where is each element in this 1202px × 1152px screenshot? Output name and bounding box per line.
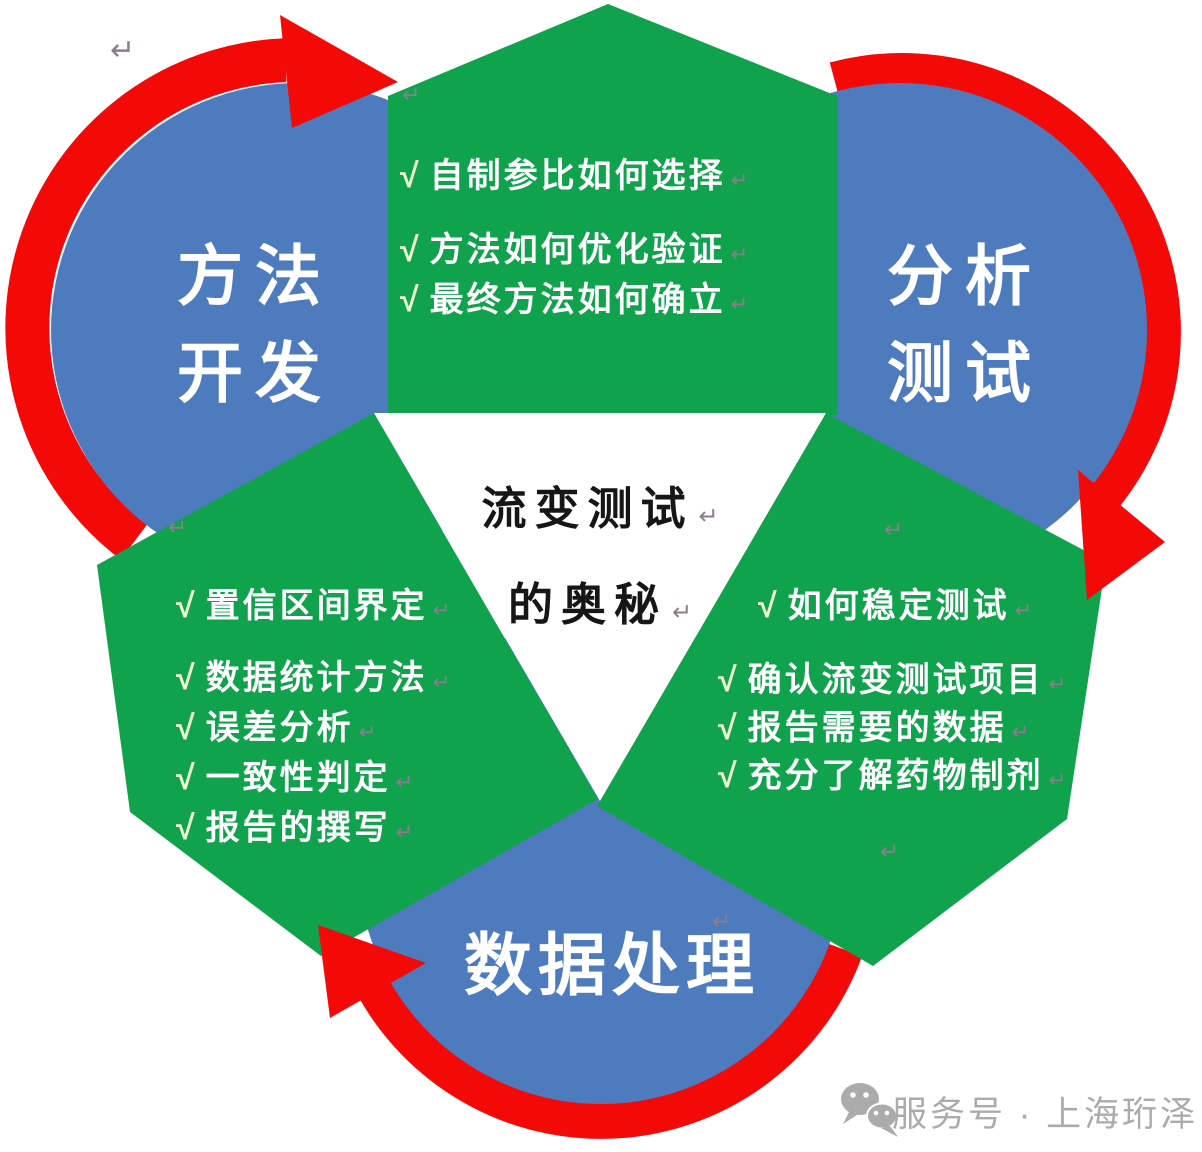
paragraph-mark: ↵ bbox=[884, 516, 904, 542]
checklist-text: 如何稳定测试 bbox=[787, 587, 1010, 625]
paragraph-mark: ↵ bbox=[168, 514, 188, 540]
checklist-item: √ 数据统计方法↵ bbox=[176, 650, 450, 699]
checklist-text: 报告的撰写 bbox=[205, 809, 391, 847]
check-icon: √ bbox=[176, 809, 195, 847]
check-icon: √ bbox=[400, 157, 419, 195]
node-label-line: 数据处理 bbox=[463, 928, 760, 1004]
petal-top bbox=[388, 4, 837, 415]
checklist-text: 自制参比如何选择 bbox=[429, 157, 726, 195]
arrowhead-top bbox=[280, 15, 398, 128]
paragraph-mark: ↵ bbox=[432, 599, 451, 622]
checklist-text: 最终方法如何确立 bbox=[429, 281, 726, 319]
paragraph-mark: ↵ bbox=[1048, 673, 1067, 696]
paragraph-mark: ↵ bbox=[395, 771, 414, 794]
check-icon: √ bbox=[758, 587, 777, 625]
arrowhead-right bbox=[1078, 470, 1165, 600]
node-label-analysis-testing: 分析 测试 bbox=[845, 228, 1085, 422]
paragraph-mark: ↵ bbox=[730, 243, 749, 266]
checklist-text: 误差分析 bbox=[205, 709, 354, 747]
cycle-arrow-bottom bbox=[360, 942, 863, 1139]
arrowhead-bottom-left bbox=[318, 925, 426, 1018]
paragraph-mark: ↵ bbox=[1048, 769, 1067, 792]
checklist-item: √ 报告的撰写↵ bbox=[176, 800, 413, 849]
checklist-item: √ 最终方法如何确立↵ bbox=[400, 272, 748, 321]
center-title-text: 流变测试 bbox=[481, 484, 694, 534]
petal-bottom-left bbox=[97, 413, 598, 956]
checklist-item: √ 误差分析↵ bbox=[176, 700, 376, 749]
check-icon: √ bbox=[718, 709, 737, 747]
center-triangle bbox=[374, 413, 826, 801]
paragraph-mark: ↵ bbox=[712, 908, 732, 934]
checklist-text: 置信区间界定 bbox=[205, 587, 428, 625]
checklist-text: 一致性判定 bbox=[205, 759, 391, 797]
watermark-label: 服务号 · 上海珩泽 bbox=[892, 1095, 1199, 1134]
paragraph-mark: ↵ bbox=[395, 821, 414, 844]
paragraph-mark: ↵ bbox=[730, 169, 749, 192]
paragraph-mark: ↵ bbox=[698, 504, 719, 530]
checklist-item: √ 方法如何优化验证↵ bbox=[400, 222, 748, 271]
paragraph-mark: ↵ bbox=[671, 600, 693, 626]
checklist-text: 方法如何优化验证 bbox=[429, 231, 726, 269]
paragraph-mark: ↵ bbox=[432, 671, 451, 694]
center-title-line1: 流变测试↵ bbox=[420, 472, 780, 537]
checklist-item: √ 充分了解药物制剂↵ bbox=[718, 748, 1066, 797]
check-icon: √ bbox=[400, 231, 419, 269]
paragraph-mark: ↵ bbox=[730, 293, 749, 316]
checklist-item: √ 一致性判定↵ bbox=[176, 750, 413, 799]
petal-bottom-right bbox=[597, 413, 1106, 966]
paragraph-mark: ↵ bbox=[1011, 721, 1030, 744]
checklist-item: √ 报告需要的数据↵ bbox=[718, 700, 1029, 749]
cycle-arrow-top-left bbox=[5, 38, 287, 560]
paragraph-mark: ↵ bbox=[110, 34, 136, 67]
checklist-item: √ 置信区间界定↵ bbox=[176, 578, 450, 627]
node-label-data-processing: 数据处理 bbox=[412, 926, 812, 1006]
check-icon: √ bbox=[176, 759, 195, 797]
checklist-text: 报告需要的数据 bbox=[747, 709, 1007, 747]
checklist-item: √ 如何稳定测试↵ bbox=[758, 578, 1032, 627]
checklist-text: 充分了解药物制剂 bbox=[747, 757, 1044, 795]
node-label-method-development: 方法 开发 bbox=[135, 228, 375, 422]
check-icon: √ bbox=[176, 709, 195, 747]
wechat-icon bbox=[841, 1083, 898, 1137]
center-title-text: 的奥秘 bbox=[507, 580, 667, 630]
checklist-item: √ 自制参比如何选择↵ bbox=[400, 148, 748, 197]
checklist-item: √ 确认流变测试项目↵ bbox=[718, 652, 1066, 701]
check-icon: √ bbox=[176, 587, 195, 625]
checklist-text: 确认流变测试项目 bbox=[747, 661, 1044, 699]
paragraph-mark: ↵ bbox=[358, 721, 377, 744]
node-label-line: 开发 bbox=[177, 336, 333, 410]
checklist-text: 数据统计方法 bbox=[205, 659, 428, 697]
paragraph-mark: ↵ bbox=[880, 838, 900, 864]
check-icon: √ bbox=[718, 661, 737, 699]
check-icon: √ bbox=[176, 659, 195, 697]
paragraph-mark: ↵ bbox=[1014, 599, 1033, 622]
node-label-line: 分析 bbox=[887, 239, 1043, 313]
paragraph-mark: ↵ bbox=[402, 82, 421, 107]
center-title-line2: 的奥秘↵ bbox=[420, 568, 780, 633]
check-icon: √ bbox=[400, 281, 419, 319]
node-label-line: 测试 bbox=[887, 336, 1043, 410]
cycle-arrow-right bbox=[829, 53, 1181, 519]
check-icon: √ bbox=[718, 757, 737, 795]
node-label-line: 方法 bbox=[177, 239, 333, 313]
